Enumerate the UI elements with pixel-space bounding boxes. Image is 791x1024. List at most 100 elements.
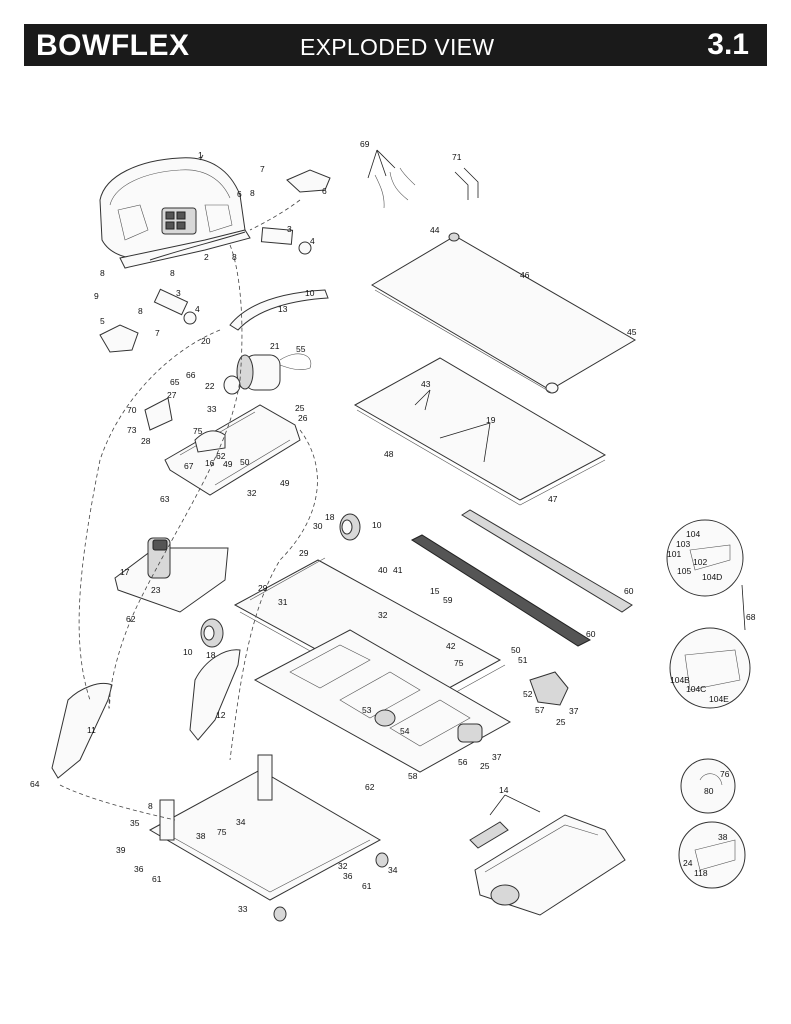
callout-label: 39: [116, 845, 126, 855]
callout-label: 36: [343, 871, 353, 881]
belt-assembly: [371, 232, 636, 394]
callout-label: 71: [452, 152, 462, 162]
callout-label: 50: [240, 457, 250, 467]
callout-label: 25: [480, 761, 490, 771]
callout-label: 69: [360, 139, 370, 149]
cable-69-a: [374, 174, 385, 209]
callout-label: 67: [184, 461, 194, 471]
callout-label: 58: [408, 771, 418, 781]
callout-label: 101: [667, 549, 681, 559]
callout-label: 23: [151, 585, 161, 595]
callout-label: 25: [295, 403, 305, 413]
callout-label: 6: [322, 186, 327, 196]
callout-label: 1: [198, 150, 203, 160]
page-number: 3.1: [707, 28, 749, 61]
callout-label: 4: [310, 236, 315, 246]
callout-label: 27: [167, 390, 177, 400]
callout-label: 37: [492, 752, 502, 762]
callout-label: 47: [548, 494, 558, 504]
callout-label: 29: [258, 583, 268, 593]
callout-label: 65: [170, 377, 180, 387]
callout-label: 9: [94, 291, 99, 301]
callout-label: 61: [362, 881, 372, 891]
callout-label: 105: [677, 566, 691, 576]
callout-label: 80: [704, 786, 714, 796]
callout-label: 8: [170, 268, 175, 278]
upright-11: [51, 683, 113, 779]
callout-label: 16: [205, 458, 215, 468]
callout-label: 41: [393, 565, 403, 575]
lift-plate-58: [253, 629, 512, 773]
wire-harness-b: [78, 329, 221, 701]
callout-label: 6: [237, 189, 242, 199]
callout-label: 104E: [709, 694, 729, 704]
handlebar-13: [229, 289, 329, 331]
callout-label: 62: [365, 782, 375, 792]
callout-label: 75: [217, 827, 227, 837]
callout-label: 33: [238, 904, 248, 914]
detail-leader-68: [741, 584, 746, 631]
cable-69-c: [399, 167, 416, 186]
end-cap-right: [298, 241, 312, 255]
callout-label: 66: [186, 370, 196, 380]
callout-label: 10: [372, 520, 382, 530]
callout-label: 76: [720, 769, 730, 779]
callout-label: 70: [127, 405, 137, 415]
page-header: BOWFLEX EXPLODED VIEW 3.1: [24, 24, 767, 66]
callout-label: 57: [535, 705, 545, 715]
callout-label: 7: [155, 328, 160, 338]
wire-harness-a: [108, 244, 243, 709]
upright-12: [189, 649, 241, 741]
callout-label: 5: [100, 316, 105, 326]
console-assembly: [99, 154, 251, 269]
handle-rail: [149, 231, 246, 261]
callout-label: 104C: [686, 684, 706, 694]
callout-label: 43: [421, 379, 431, 389]
callout-label: 63: [160, 494, 170, 504]
callout-label: 11: [87, 725, 96, 735]
callout-label: 3: [176, 288, 181, 298]
bracket-70: [144, 397, 173, 431]
motor-assembly: [223, 353, 312, 395]
callout-label: 22: [205, 381, 215, 391]
callout-label: 55: [296, 344, 306, 354]
callout-label: 60: [624, 586, 634, 596]
handle-tube-left: [153, 288, 189, 316]
callout-label: 3: [287, 224, 292, 234]
callout-label: 48: [384, 449, 394, 459]
lift-motor: [374, 709, 396, 727]
motor-plate-17: [114, 537, 229, 613]
callout-label: 102: [693, 557, 707, 567]
callout-label: 35: [130, 818, 140, 828]
callout-label: 45: [627, 327, 637, 337]
upper-frame: [164, 404, 301, 496]
callout-label: 62: [216, 451, 226, 461]
callout-label: 29: [299, 548, 309, 558]
handle-tube-right: [260, 227, 294, 245]
hex-key-a: [454, 171, 469, 200]
callout-label: 104B: [670, 675, 690, 685]
callout-label: 36: [134, 864, 144, 874]
callout-label: 2: [204, 252, 209, 262]
hex-key-b: [463, 167, 479, 198]
callout-label: 8: [232, 252, 237, 262]
callout-label: 14: [499, 785, 509, 795]
callout-label: 40: [378, 565, 388, 575]
side-rail-60b: [461, 509, 633, 613]
callout-label: 42: [446, 641, 456, 651]
callout-label: 10: [305, 288, 315, 298]
callout-label: 73: [127, 425, 137, 435]
callout-label: 68: [746, 612, 756, 622]
callout-label: 50: [511, 645, 521, 655]
callout-label: 75: [193, 426, 203, 436]
callout-label: 118: [694, 868, 708, 878]
callout-label: 32: [378, 610, 388, 620]
callout-label: 56: [458, 757, 468, 767]
callout-label: 59: [443, 595, 453, 605]
wire-harness-d: [59, 784, 176, 821]
callout-label: 104D: [702, 572, 722, 582]
callout-label: 8: [148, 801, 153, 811]
callout-label: 8: [100, 268, 105, 278]
callout-label: 18: [206, 650, 216, 660]
